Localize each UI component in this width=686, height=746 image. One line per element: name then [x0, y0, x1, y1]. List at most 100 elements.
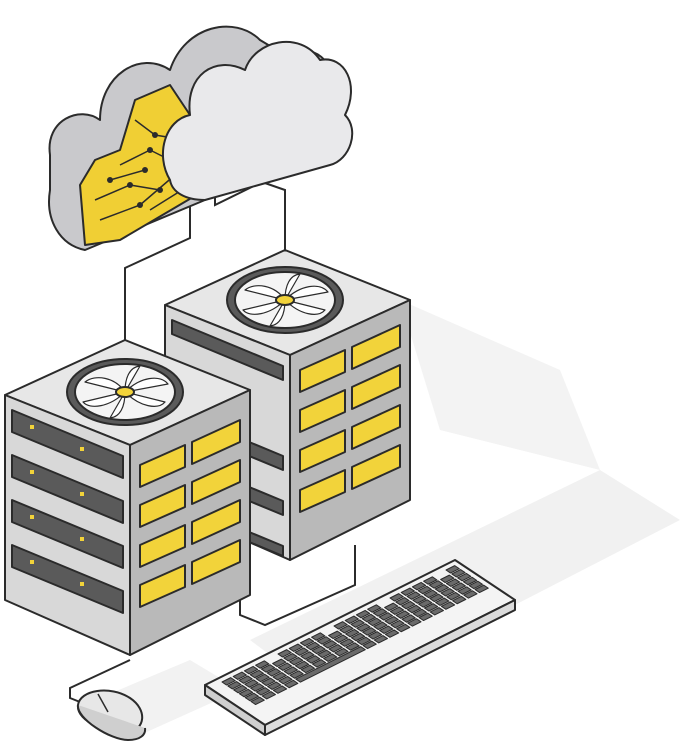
keyboard-key [345, 628, 360, 638]
keyboard-key [451, 582, 466, 591]
keyboard-key [272, 658, 287, 668]
keyboard-key [440, 588, 455, 597]
keyboard-key [412, 595, 427, 604]
keyboard-key [468, 580, 483, 590]
keyboard-spacebar [295, 646, 366, 683]
keyboard-key [299, 637, 315, 647]
mouse-icon [77, 689, 147, 741]
keyboard-key [249, 669, 264, 679]
keyboard-key [283, 653, 298, 662]
keyboard-key [306, 655, 321, 664]
keyboard-key [445, 565, 460, 574]
keyboard-key [356, 623, 371, 632]
keyboard-key [261, 691, 276, 700]
keyboard-key [300, 664, 315, 674]
keyboard-key [311, 632, 326, 641]
keyboard-key [423, 576, 438, 585]
keyboard-key [440, 574, 455, 584]
keyboard-key [429, 593, 444, 603]
keyboard-key [323, 653, 338, 662]
keyboard-key [367, 604, 382, 613]
keyboard-key [373, 621, 388, 631]
keyboard-key [334, 647, 349, 657]
keyboard-key [373, 635, 388, 644]
keyboard-key [412, 608, 427, 618]
keyboard-key [339, 625, 354, 634]
keyboard-key [401, 600, 416, 610]
keyboard-key [355, 609, 371, 619]
keyboard-key [457, 586, 472, 595]
keyboard-key [445, 578, 461, 587]
keyboard-key [289, 656, 304, 666]
keyboard-key [378, 612, 393, 621]
keyboard-key [328, 630, 343, 640]
keyboard-key [411, 581, 427, 591]
front-server-right-slots [139, 419, 241, 608]
front-server-led-dots [30, 425, 84, 586]
keyboard-key [418, 599, 433, 608]
keyboard-key [372, 608, 388, 617]
keyboard-key [345, 642, 360, 651]
keyboard-key [266, 668, 281, 677]
keyboard-key [277, 649, 292, 658]
keyboard-key [350, 619, 365, 628]
keyboard-key [288, 643, 303, 652]
keyboard-key [255, 687, 271, 696]
keyboard-key [260, 664, 276, 673]
keyboard-key [333, 621, 348, 630]
keyboard-key [289, 670, 304, 679]
keyboard-key [395, 597, 410, 606]
network-cables [69, 180, 356, 709]
keyboard-key [272, 672, 287, 681]
keyboard-key [233, 684, 248, 694]
keyboard-keys [221, 565, 489, 706]
keyboard-key [300, 651, 315, 660]
keyboard-key [317, 649, 332, 659]
keyboard-key [283, 666, 298, 675]
keyboard-key [244, 692, 259, 702]
keyboard-key [406, 604, 422, 614]
keyboard-key [384, 629, 400, 638]
keyboard-key [361, 613, 376, 623]
keyboard-key [328, 644, 343, 653]
server-icon [4, 339, 251, 656]
keyboard-key [255, 673, 270, 683]
keyboard-key [400, 587, 415, 596]
keyboard-key [284, 679, 299, 689]
keyboard-key [311, 645, 326, 655]
keyboard-key [401, 614, 416, 623]
keyboard-key [250, 683, 265, 692]
keyboard-key [389, 593, 404, 602]
keyboard-key [390, 619, 405, 629]
keyboard-key [227, 681, 242, 690]
keyboard-key [407, 618, 422, 627]
keyboard-key [350, 632, 366, 642]
keyboard-key [406, 591, 421, 600]
back-server-right-slots [299, 324, 401, 513]
keyboard-icon [204, 559, 516, 736]
keyboard-key [457, 572, 472, 582]
keyboard-key [272, 685, 288, 694]
keyboard-key [440, 601, 456, 610]
keyboard-key [462, 576, 478, 586]
keyboard-key [362, 640, 377, 650]
keyboard-key [395, 610, 410, 619]
keyboard-key [255, 660, 270, 669]
keyboard-key [294, 660, 310, 670]
keyboard-key [305, 641, 320, 651]
keyboard-key [434, 584, 449, 593]
keyboard-key [384, 616, 399, 625]
keyboard-key [238, 675, 253, 684]
keyboard-key [232, 671, 247, 680]
keyboard-key [474, 584, 489, 594]
keyboard-key [221, 677, 236, 686]
keyboard-key [261, 677, 276, 687]
keyboard-key [250, 696, 265, 706]
keyboard-key [428, 580, 444, 589]
keyboard-key [418, 612, 433, 622]
keyboard-key [344, 615, 359, 624]
keyboard-key [423, 589, 438, 599]
keyboard-key [278, 675, 293, 685]
